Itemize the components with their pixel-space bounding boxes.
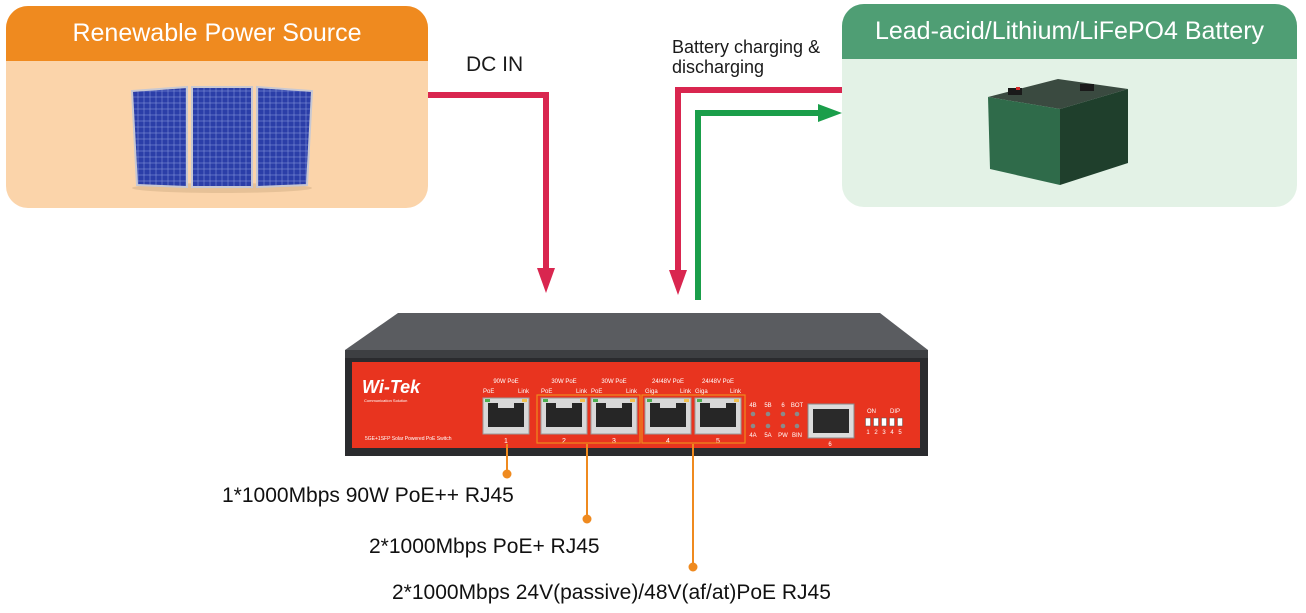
dip-switch-4[interactable] bbox=[889, 417, 895, 427]
port-number: 2 bbox=[562, 438, 566, 445]
dip-number: 1 bbox=[866, 430, 870, 436]
rj45-port-3[interactable] bbox=[590, 397, 638, 435]
port-right-label: Link bbox=[730, 389, 742, 395]
battery-card: Lead-acid/Lithium/LiFePO4 Battery bbox=[842, 4, 1297, 207]
port-led-right bbox=[630, 399, 635, 402]
dip-number: 2 bbox=[874, 430, 878, 436]
discharge-arrow bbox=[695, 104, 842, 300]
source-title: Renewable Power Source bbox=[6, 6, 428, 61]
callout-24-48v-poe: 2*1000Mbps 24V(passive)/48V(af/at)PoE RJ… bbox=[392, 581, 831, 604]
status-led bbox=[794, 411, 800, 417]
port-number: 3 bbox=[612, 438, 616, 445]
rj45-port-5[interactable] bbox=[694, 397, 742, 435]
rj45-port-1[interactable] bbox=[482, 397, 530, 435]
sfp-port-number: 6 bbox=[828, 442, 832, 448]
port-led-right bbox=[684, 399, 689, 402]
port-right-label: Link bbox=[680, 389, 692, 395]
led-top-label: 4B bbox=[749, 403, 756, 409]
port-left-label: PoE bbox=[541, 389, 552, 395]
dip-switch-2[interactable] bbox=[873, 417, 879, 427]
callout-line-2 bbox=[582, 444, 592, 524]
port-header: 30W PoE bbox=[551, 379, 576, 385]
led-top-label: 5B bbox=[764, 403, 771, 409]
port-led-left bbox=[543, 399, 548, 402]
brand-sub: Communication Solution bbox=[364, 398, 407, 403]
port-header: 24/48V PoE bbox=[652, 379, 684, 385]
model-label: 5GE+1SFP Solar Powered PoE Switch bbox=[365, 436, 452, 442]
status-led bbox=[794, 423, 800, 429]
port-led-left bbox=[697, 399, 702, 402]
status-led bbox=[765, 423, 771, 429]
port-left-label: PoE bbox=[483, 389, 494, 395]
status-led bbox=[765, 411, 771, 417]
callout-line-1 bbox=[502, 444, 512, 479]
led-top-label: BOT bbox=[791, 403, 804, 409]
callout-poe-plus: 2*1000Mbps PoE+ RJ45 bbox=[369, 535, 600, 558]
status-led bbox=[780, 411, 786, 417]
callout-line-3 bbox=[688, 444, 698, 572]
dip-switch-5[interactable] bbox=[897, 417, 903, 427]
port-led-left bbox=[485, 399, 490, 402]
dip-switch-1[interactable] bbox=[865, 417, 871, 427]
port-led-right bbox=[734, 399, 739, 402]
led-top-label: 6 bbox=[781, 403, 785, 409]
dip-label: DIP bbox=[890, 409, 900, 415]
dc-in-label: DC IN bbox=[466, 53, 524, 76]
port-left-label: PoE bbox=[591, 389, 602, 395]
battery-icon bbox=[988, 79, 1128, 185]
dip-number: 4 bbox=[890, 430, 894, 436]
port-right-label: Link bbox=[518, 389, 530, 395]
dip-number: 3 bbox=[882, 430, 886, 436]
rj45-port-4[interactable] bbox=[644, 397, 692, 435]
battery-title: Lead-acid/Lithium/LiFePO4 Battery bbox=[842, 4, 1297, 59]
port-left-label: Giga bbox=[695, 389, 708, 395]
port-led-right bbox=[522, 399, 527, 402]
port-right-label: Link bbox=[626, 389, 638, 395]
led-bottom-label: 5A bbox=[764, 433, 771, 439]
port-header: 90W PoE bbox=[493, 379, 518, 385]
poe-switch-device: Wi-Tek Communication Solution 5GE+1SFP S… bbox=[345, 313, 928, 456]
source-body bbox=[6, 61, 428, 208]
led-bottom-label: PW bbox=[778, 433, 788, 439]
battery-charging-label: Battery charging & discharging bbox=[672, 37, 821, 77]
dc-in-arrow bbox=[428, 92, 555, 293]
solar-panel-icon bbox=[130, 85, 314, 193]
port-header: 30W PoE bbox=[601, 379, 626, 385]
rj45-port-2[interactable] bbox=[540, 397, 588, 435]
port-number: 5 bbox=[716, 438, 720, 445]
status-led bbox=[750, 411, 756, 417]
led-bottom-label: 4A bbox=[749, 433, 756, 439]
battery-body bbox=[842, 59, 1297, 207]
port-left-label: Giga bbox=[645, 389, 658, 395]
led-bottom-label: BIN bbox=[792, 433, 802, 439]
port-led-left bbox=[593, 399, 598, 402]
renewable-power-source-card: Renewable Power Source bbox=[6, 6, 428, 208]
port-right-label: Link bbox=[576, 389, 588, 395]
sfp-port[interactable] bbox=[807, 403, 855, 439]
port-header: 24/48V PoE bbox=[702, 379, 734, 385]
port-led-right bbox=[580, 399, 585, 402]
brand-logo: Wi-Tek bbox=[362, 377, 421, 397]
callout-90w-poe: 1*1000Mbps 90W PoE++ RJ45 bbox=[222, 484, 514, 507]
port-led-left bbox=[647, 399, 652, 402]
dip-on-label: ON bbox=[867, 409, 876, 415]
dip-number: 5 bbox=[898, 430, 902, 436]
status-led bbox=[780, 423, 786, 429]
status-led bbox=[750, 423, 756, 429]
dip-switch-3[interactable] bbox=[881, 417, 887, 427]
charge-arrow bbox=[669, 87, 842, 295]
port-number: 1 bbox=[504, 438, 508, 445]
port-number: 4 bbox=[666, 438, 670, 445]
